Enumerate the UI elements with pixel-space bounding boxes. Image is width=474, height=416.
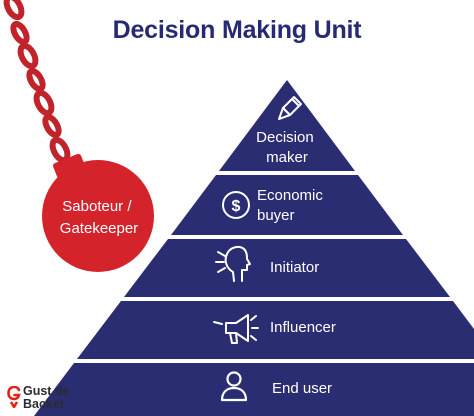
pyramid	[34, 80, 474, 416]
pyramid-level-5	[34, 363, 474, 416]
chain	[3, 0, 71, 164]
logo-text: Gust de Backer	[23, 385, 87, 411]
logo-mark-icon	[7, 386, 21, 408]
user-icon	[220, 371, 248, 402]
bomb-label: Saboteur / Gatekeeper	[60, 198, 138, 237]
level-2-line-1: Economic	[257, 187, 323, 204]
pyramid-level-1	[219, 80, 355, 171]
bomb-cap	[53, 153, 85, 179]
pyramid-level-3	[124, 239, 450, 297]
bomb-label-line-1: Saboteur /	[62, 198, 132, 215]
head-icon	[215, 245, 251, 282]
gust-de-backer-logo: Gust de Backer	[7, 384, 87, 414]
pyramid-level-4	[77, 301, 474, 359]
level-1-line-2: maker	[266, 149, 308, 166]
bomb-label-line-2: Gatekeeper	[60, 220, 138, 237]
pyramid-level-2	[171, 175, 403, 235]
diagram-title: Decision Making Unit	[112, 16, 362, 44]
megaphone-icon	[213, 314, 259, 344]
pencil-icon	[278, 96, 302, 120]
logo-line-2: Backer	[23, 397, 65, 411]
level-4-label: Influencer	[270, 319, 336, 336]
level-3-label: Initiator	[270, 259, 319, 276]
level-1-line-1: Decision	[256, 129, 314, 146]
svg-text:$: $	[232, 198, 241, 215]
logo-line-1: Gust de	[23, 384, 70, 398]
level-5-label: End user	[272, 380, 332, 397]
dollar-icon: $	[222, 191, 250, 219]
level-1-label: Decision maker	[256, 129, 318, 166]
bomb	[42, 160, 154, 272]
level-2-label: Economic buyer	[257, 187, 327, 224]
level-2-line-2: buyer	[257, 207, 295, 224]
